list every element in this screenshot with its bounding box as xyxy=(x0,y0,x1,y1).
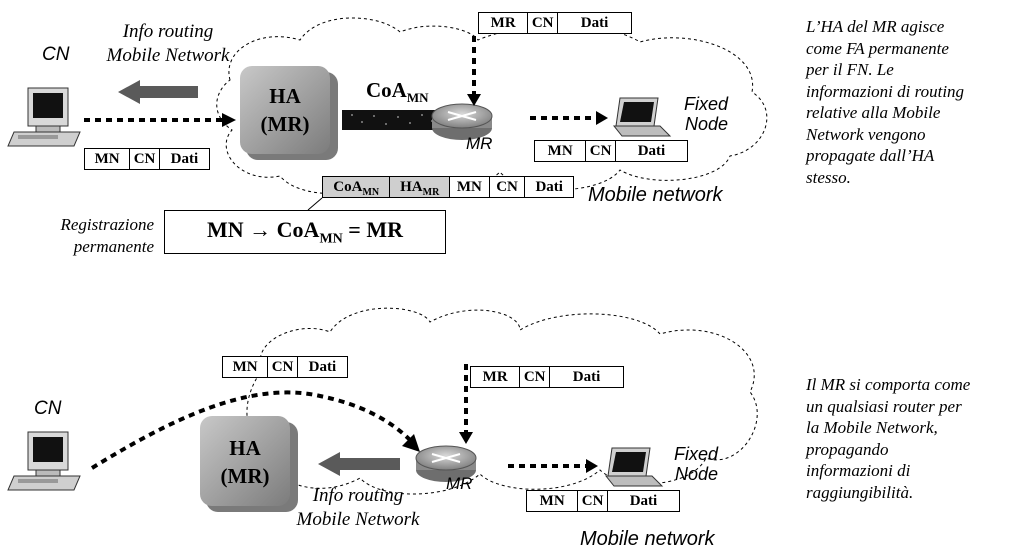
packet-mr-bottom: MR CN Dati xyxy=(470,366,624,388)
reg-left: MN → CoA xyxy=(207,217,320,242)
router-icon xyxy=(431,103,493,140)
info-routing-line-2: Mobile Network xyxy=(296,509,420,530)
mr-label-bottom: MR xyxy=(446,474,473,493)
info-routing-line-1: Info routing xyxy=(312,485,404,506)
side-line: un qualsiasi router per xyxy=(806,396,962,416)
side-line: raggiungibilità. xyxy=(806,482,914,502)
fixed-line-1: Fixed xyxy=(673,444,718,464)
side-line: Il MR si comporta come xyxy=(806,375,971,394)
cn-label-top: CN xyxy=(42,44,70,65)
packet-field: CN xyxy=(520,367,550,387)
packet-field: MN xyxy=(85,149,131,169)
packet-field: Dati xyxy=(580,15,609,31)
network-cloud-top xyxy=(216,17,768,194)
packet-field: Dati xyxy=(629,493,658,509)
info-routing-line-2: Mobile Network xyxy=(106,45,230,66)
coa-sub: MN xyxy=(362,187,380,198)
ha-line-2: (MR) xyxy=(260,112,310,136)
registration-line-2: permanente xyxy=(73,237,154,256)
packet-tunnel: CoAMN HAMR MN CN Dati xyxy=(322,176,574,198)
fixed-line-2: Node xyxy=(674,464,718,484)
coa-text: CoA xyxy=(333,179,363,195)
side-line: stesso. xyxy=(806,167,851,187)
computer-icon xyxy=(7,87,81,147)
info-routing-label-bottom: Info routing Mobile Network xyxy=(278,484,438,532)
side-line: informazioni di xyxy=(806,461,911,480)
router-icon xyxy=(415,445,477,482)
packet-field-coa: CoAMN xyxy=(323,177,391,198)
packet-field: MR xyxy=(479,13,529,33)
reg-sub: MN xyxy=(319,231,343,247)
mobile-network-label-top: Mobile network xyxy=(588,184,723,206)
side-line: relative alla Mobile xyxy=(806,103,941,122)
side-text-top: L’HA del MR agisce come FA permanente pe… xyxy=(806,16,1016,188)
ha-line-1: HA xyxy=(269,84,301,108)
info-routing-arrow-top xyxy=(118,80,198,104)
reg-right: = MR xyxy=(342,217,403,242)
info-routing-label-top: Info routing Mobile Network xyxy=(88,20,248,68)
packet-field: Dati xyxy=(637,143,666,159)
packet-field: CN xyxy=(578,491,608,511)
packet-field: Dati xyxy=(535,179,563,195)
packet-field: MN xyxy=(535,141,587,161)
packet-cn-top: MN CN Dati xyxy=(84,148,210,170)
laptop-icon xyxy=(604,447,664,487)
side-line: Network vengono xyxy=(806,124,926,144)
computer-icon xyxy=(7,431,81,491)
laptop-icon xyxy=(612,97,672,137)
packet-field: CN xyxy=(490,177,526,197)
packet-field: Dati xyxy=(170,151,199,167)
fixed-line-2: Node xyxy=(684,114,728,134)
mr-label-top: MR xyxy=(466,134,493,153)
ha-label-bottom: HA (MR) xyxy=(200,434,290,490)
side-line: informazioni di routing xyxy=(806,81,965,101)
info-routing-arrow-bottom xyxy=(318,452,400,476)
curved-route-arrow xyxy=(90,390,412,470)
packet-fixed-top: MN CN Dati xyxy=(534,140,688,162)
fixed-node-label-bottom: Fixed Node xyxy=(666,444,718,484)
side-line: propagando xyxy=(806,439,889,459)
side-line: L’HA del MR agisce xyxy=(806,17,945,36)
ha-sub: MR xyxy=(422,187,440,198)
packet-field: CN xyxy=(268,357,298,377)
packet-mr-top: MR CN Dati xyxy=(478,12,632,34)
packet-field: MR xyxy=(471,367,521,387)
side-line: per il FN. Le xyxy=(806,60,894,79)
packet-field: Dati xyxy=(572,369,601,385)
packet-field-ha: HAMR xyxy=(390,177,450,198)
fixed-line-1: Fixed xyxy=(683,94,728,114)
ha-line-2: (MR) xyxy=(220,464,270,488)
packet-field: Dati xyxy=(308,359,337,375)
side-line: propagate dall’HA xyxy=(806,146,935,165)
coa-text: CoA xyxy=(366,78,407,102)
registration-line-1: Registrazione xyxy=(60,215,155,234)
packet-field: MN xyxy=(450,177,490,197)
packet-field: CN xyxy=(130,149,160,169)
fixed-node-label-top: Fixed Node xyxy=(678,94,728,134)
packet-top-bottom: MN CN Dati xyxy=(222,356,348,378)
mobile-network-label-bottom: Mobile network xyxy=(580,528,715,550)
packet-field: CN xyxy=(528,13,558,33)
side-text-bottom: Il MR si comporta come un qualsiasi rout… xyxy=(806,374,1016,503)
packet-field: MN xyxy=(223,357,269,377)
coa-sub: MN xyxy=(406,90,429,106)
cn-label-bottom: CN xyxy=(34,398,62,419)
ha-box-top xyxy=(240,66,338,160)
packet-field: CN xyxy=(586,141,616,161)
registration-label: Registrazione permanente xyxy=(20,214,155,258)
coa-label: CoAMN xyxy=(366,78,429,106)
ha-box-bottom xyxy=(200,416,298,512)
tunnel-bar xyxy=(342,110,438,130)
packet-fixed-bottom: MN CN Dati xyxy=(526,490,680,512)
packet-field: MN xyxy=(527,491,579,511)
ha-text: HA xyxy=(400,179,423,195)
registration-box: MN → CoAMN = MR xyxy=(164,210,446,254)
side-line: come FA permanente xyxy=(806,38,949,58)
ha-line-1: HA xyxy=(229,436,261,460)
ha-label-top: HA (MR) xyxy=(240,82,330,138)
info-routing-line-1: Info routing xyxy=(122,21,214,42)
side-line: la Mobile Network, xyxy=(806,418,938,437)
